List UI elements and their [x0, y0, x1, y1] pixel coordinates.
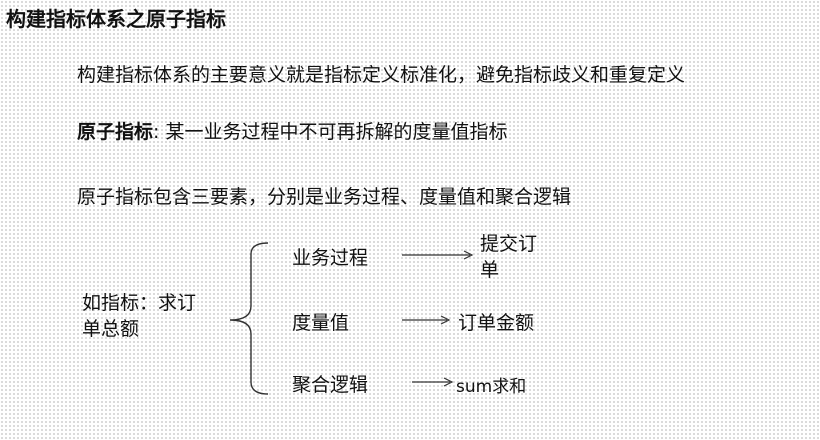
curly-brace	[229, 242, 269, 395]
definition-paragraph: 原子指标: 某一业务过程中不可再拆解的度量值指标	[77, 117, 507, 144]
element-measure: 度量值	[292, 312, 350, 334]
elements-paragraph: 原子指标包含三要素，分别是业务过程、度量值和聚合逻辑	[77, 186, 572, 208]
arrow-aggregation	[412, 377, 454, 387]
arrow-measure	[402, 315, 451, 325]
definition-term: 原子指标	[77, 121, 154, 143]
value-order-amount: 订单金额	[458, 312, 535, 334]
value-submit-order: 提交订单	[480, 233, 538, 281]
definition-text: : 某一业务过程中不可再拆解的度量值指标	[153, 121, 508, 143]
meaning-paragraph: 构建指标体系的主要意义就是指标定义标准化，避免指标歧义和重复定义	[77, 64, 686, 86]
arrow-process	[402, 250, 474, 260]
element-aggregation: 聚合逻辑	[292, 374, 369, 396]
element-business-process: 业务过程	[292, 247, 369, 269]
slide-title: 构建指标体系之原子指标	[6, 7, 226, 31]
value-sum: sum求和	[456, 377, 527, 397]
example-label: 如指标：求订单总额	[82, 292, 197, 340]
